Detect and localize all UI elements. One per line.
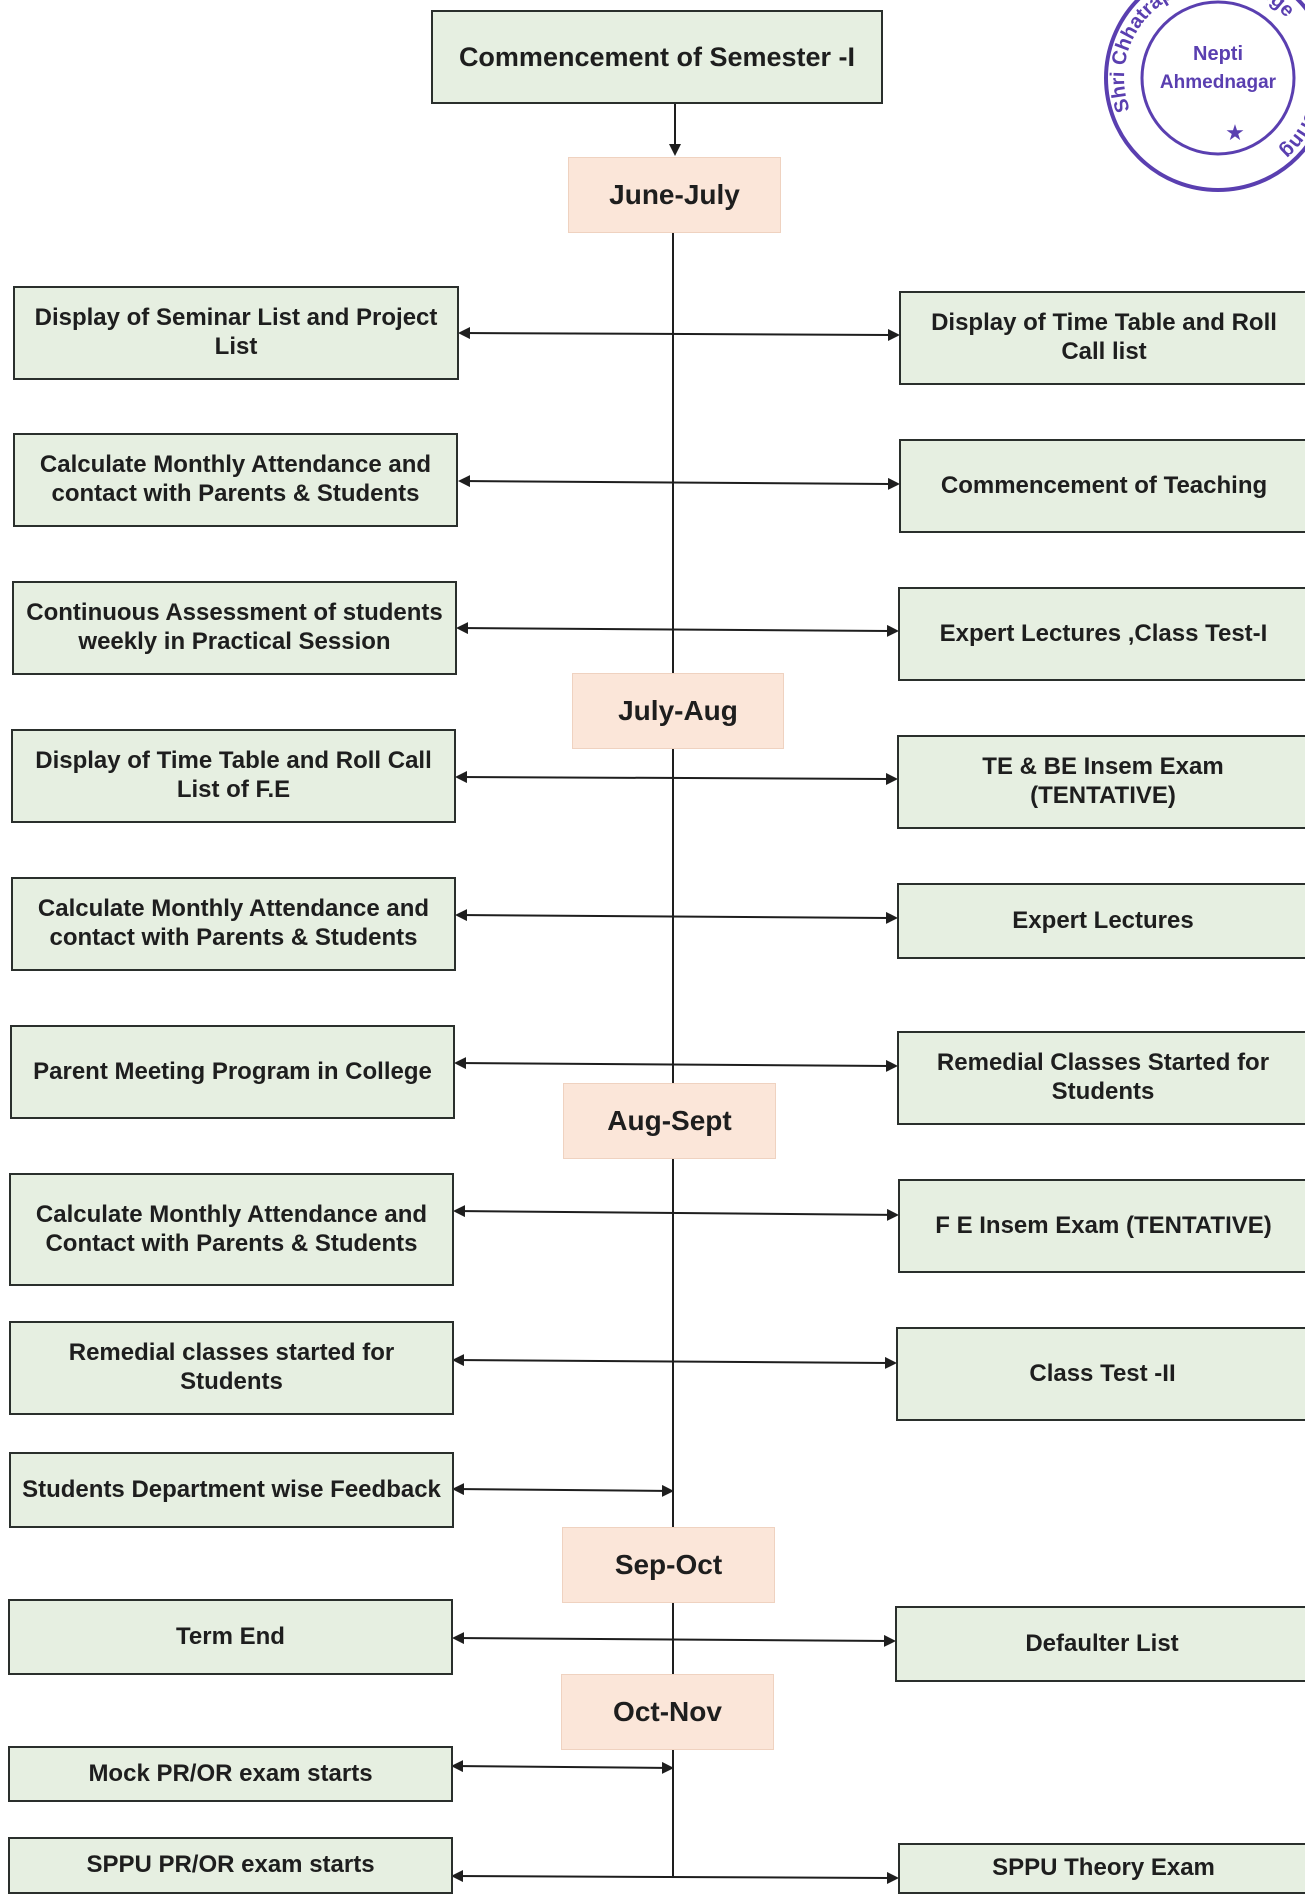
- left-box-mock-pr-or: Mock PR/OR exam starts: [8, 1746, 453, 1802]
- connector-row-9: [452, 1483, 674, 1497]
- connector-row-7: [453, 1205, 899, 1221]
- right-box-sppu-theory-exam: SPPU Theory Exam: [898, 1843, 1305, 1894]
- month-label-sep-oct: Sep-Oct: [562, 1527, 775, 1603]
- right-box-fe-insem: F E Insem Exam (TENTATIVE): [898, 1179, 1305, 1273]
- left-box-continuous-assessment: Continuous Assessment of students weekly…: [12, 581, 457, 675]
- connector-row-2: [458, 475, 900, 490]
- right-box-remedial-classes: Remedial Classes Started for Students: [897, 1031, 1305, 1125]
- connector-row-3: [456, 622, 899, 637]
- right-box-expert-lectures-class-test-1: Expert Lectures ,Class Test-I: [898, 587, 1305, 681]
- connector-row-12: [451, 1870, 899, 1884]
- right-box-commencement-teaching: Commencement of Teaching: [899, 439, 1305, 533]
- month-label-june-july: June-July: [568, 157, 781, 233]
- left-box-monthly-attendance-1: Calculate Monthly Attendance and contact…: [13, 433, 458, 527]
- college-seal-stamp: Shri Chhatrapati Shiv ege eering Nepti A…: [1100, 0, 1305, 192]
- right-box-class-test-2: Class Test -II: [896, 1327, 1305, 1421]
- left-box-sppu-pr-or: SPPU PR/OR exam starts: [8, 1837, 453, 1894]
- left-box-monthly-attendance-3: Calculate Monthly Attendance and Contact…: [9, 1173, 454, 1286]
- left-box-parent-meeting: Parent Meeting Program in College: [10, 1025, 455, 1119]
- left-box-term-end: Term End: [8, 1599, 453, 1675]
- connector-row-8: [452, 1354, 897, 1369]
- connector-row-1: [458, 327, 900, 341]
- right-box-timetable-rollcall: Display of Time Table and Roll Call list: [899, 291, 1305, 385]
- left-box-fe-timetable: Display of Time Table and Roll Call List…: [11, 729, 456, 823]
- connector-row-6: [454, 1057, 898, 1072]
- semester-start-box: Commencement of Semester -I: [431, 10, 883, 104]
- month-label-july-aug: July-Aug: [572, 673, 784, 749]
- seal-line-2: Ahmednagar: [1160, 72, 1277, 93]
- connector-row-11: [451, 1760, 674, 1774]
- right-box-expert-lectures: Expert Lectures: [897, 883, 1305, 959]
- left-box-remedial-classes: Remedial classes started for Students: [9, 1321, 454, 1415]
- month-label-aug-sept: Aug-Sept: [563, 1083, 776, 1159]
- connector-row-5: [455, 909, 898, 924]
- connector-row-10: [452, 1632, 896, 1647]
- month-label-oct-nov: Oct-Nov: [561, 1674, 774, 1750]
- left-box-monthly-attendance-2: Calculate Monthly Attendance and contact…: [11, 877, 456, 971]
- right-box-te-be-insem: TE & BE Insem Exam (TENTATIVE): [897, 735, 1305, 829]
- left-box-seminar-project-list: Display of Seminar List and Project List: [13, 286, 459, 380]
- connector-row-4: [455, 771, 898, 785]
- seal-star-icon: ★: [1225, 121, 1245, 146]
- left-box-department-feedback: Students Department wise Feedback: [9, 1452, 454, 1528]
- seal-line-1: Nepti: [1193, 43, 1243, 65]
- right-box-defaulter-list: Defaulter List: [895, 1606, 1305, 1682]
